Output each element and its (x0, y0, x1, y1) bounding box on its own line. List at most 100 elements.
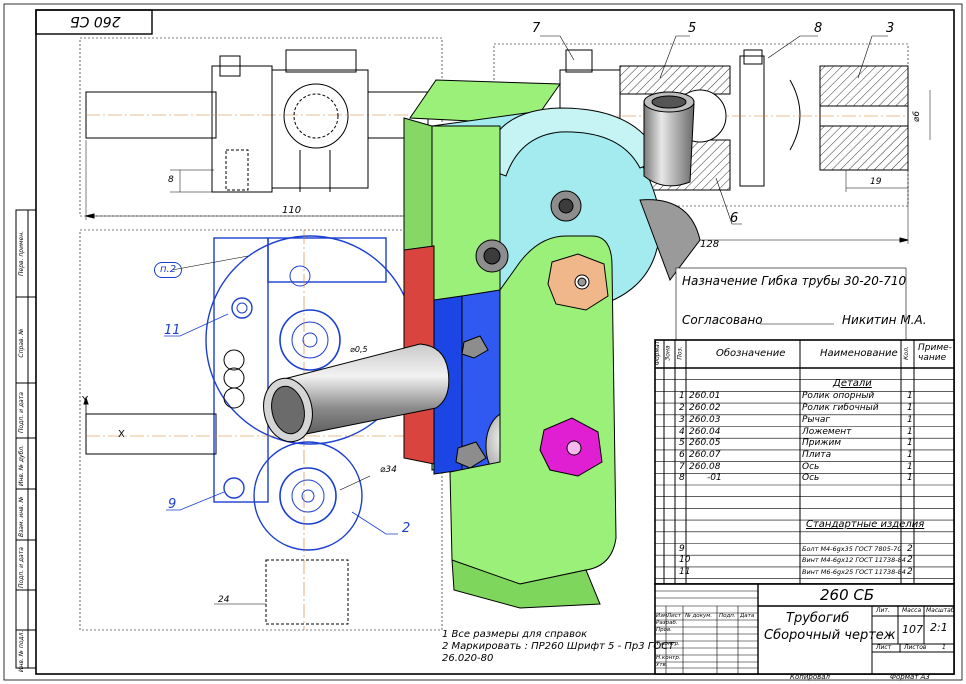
spec-qty: 1 (907, 449, 913, 460)
spec-pos: 4 (679, 426, 685, 437)
title-lit-label: Лит. (876, 607, 890, 614)
title-col-label: № докум. (685, 613, 713, 619)
dim-8: 8 (168, 175, 174, 185)
spec-pos: 9 (679, 543, 685, 554)
title-col-label: Изм. (656, 613, 669, 619)
spec-name: Ролик опорный (802, 391, 875, 402)
spec-pos: 11 (679, 566, 691, 577)
spec-name: Ось (802, 461, 820, 472)
spec-row: 6 260.07 Плита 1 (655, 450, 954, 462)
spec-row: 8 -01 Ось 1 (655, 473, 954, 485)
spec-qty: 2 (907, 543, 913, 554)
title-sheets-value: 1 (942, 644, 946, 651)
dim-d6: ⌀6 (912, 110, 923, 123)
spec-qty: 1 (907, 414, 913, 425)
spec-header-designation: Обозначение (716, 348, 786, 359)
front-view (79, 229, 443, 631)
title-scale-label: Масштаб (926, 607, 955, 614)
spec-qty: 1 (907, 461, 913, 472)
agreed-line: Согласовано (682, 314, 763, 326)
side-label: Инв. № дубл. (18, 444, 25, 486)
title-mass-value: 107 (902, 623, 923, 636)
dim-d34: ⌀34 (380, 465, 397, 475)
side-label: Взам. инв. № (18, 496, 25, 537)
sheet-border (3, 3, 963, 681)
spec-qty: 1 (907, 403, 913, 414)
agreed-label: Согласовано (682, 313, 763, 327)
spec-qty: 2 (907, 566, 913, 577)
callout-6: 6 (730, 211, 739, 226)
callout-5: 5 (688, 21, 697, 36)
side-label: Подп. и дата (18, 547, 25, 588)
spec-pos: 2 (679, 403, 685, 414)
side-label: Перв. примен. (18, 230, 25, 276)
spec-pos: 6 (679, 449, 685, 460)
position-n2: п.2 (154, 262, 183, 278)
side-label: Инв. № подл. (18, 630, 25, 672)
note-1: 1 Все размеры для справок (442, 629, 588, 640)
title-row-label: Утв. (656, 662, 668, 668)
title-name-2: Сборочный чертеж (764, 628, 896, 643)
spec-table-rows (655, 379, 954, 579)
purpose-value: Гибка трубы 30-20-710 (761, 274, 907, 288)
title-col-label: Подп. (719, 613, 736, 619)
spec-name: Ложемент (802, 426, 852, 437)
spec-header-qty: Кол. (902, 346, 910, 360)
title-col-label: Лист (667, 613, 681, 619)
spec-pos: 1 (679, 391, 685, 402)
dim-110: 110 (282, 205, 302, 216)
callout-8: 8 (814, 21, 823, 36)
spec-section-details: Детали (833, 378, 872, 389)
title-col-label: Дата (740, 613, 755, 619)
spec-designation: 260.07 (689, 449, 721, 460)
title-row-label: Пров. (656, 627, 672, 633)
spec-designation: 260.08 (689, 461, 721, 472)
title-mass-label: Масса (902, 607, 922, 614)
footer-format: Формат А3 (890, 673, 930, 681)
dim-128: 128 (700, 239, 720, 250)
spec-name: Винт М6-6gx25 ГОСТ 11738-84 (802, 567, 906, 576)
spec-name: Ось (802, 473, 820, 484)
corner-code-box (35, 9, 153, 35)
spec-section-standard: Стандартные изделия (806, 519, 925, 530)
title-row-label: Н.контр. (656, 655, 681, 661)
callout-7: 7 (532, 21, 541, 36)
title-row-label: Т.контр. (656, 641, 680, 647)
spec-designation: -01 (707, 473, 722, 484)
spec-qty: 2 (907, 555, 913, 566)
side-label: Подп. и дата (18, 392, 25, 433)
title-block-grid (654, 583, 955, 675)
spec-header-name: Наименование (820, 348, 898, 359)
callout-9: 9 (168, 497, 177, 512)
spec-name: Винт М4-6gx12 ГОСТ 11738-84 (802, 556, 906, 565)
title-sheets-label: Листов (904, 644, 927, 651)
callout-3: 3 (886, 21, 895, 36)
callout-2: 2 (402, 521, 411, 536)
dim-small: ⌀0,5 (350, 345, 368, 354)
title-scale-value: 2:1 (930, 621, 948, 634)
spec-name: Болт М4-6gx35 ГОСТ 7805-70 (802, 544, 902, 553)
agreed-value: Никитин М.А. (842, 313, 927, 327)
spec-designation: 260.03 (689, 414, 721, 425)
purpose-box (675, 267, 907, 345)
side-label: Справ. № (18, 328, 25, 358)
left-side-strip (15, 209, 37, 669)
top-view-left (79, 37, 443, 220)
note-2: 2 Маркировать : ПР260 Шрифт 5 - Пр3 ГОСТ (442, 641, 675, 652)
spec-header-zone: Зона (664, 345, 672, 361)
spec-pos: 8 (679, 473, 685, 484)
title-code: 260 СБ (820, 586, 875, 604)
spec-name: Плита (802, 449, 832, 460)
title-block-rows (655, 590, 758, 669)
spec-pos: 3 (679, 414, 685, 425)
title-name-1: Трубогиб (786, 611, 850, 626)
spec-header-format: Формат (654, 340, 662, 366)
purpose-line: Назначение Гибка трубы 30-20-710 (682, 275, 906, 287)
spec-qty: 1 (907, 473, 913, 484)
